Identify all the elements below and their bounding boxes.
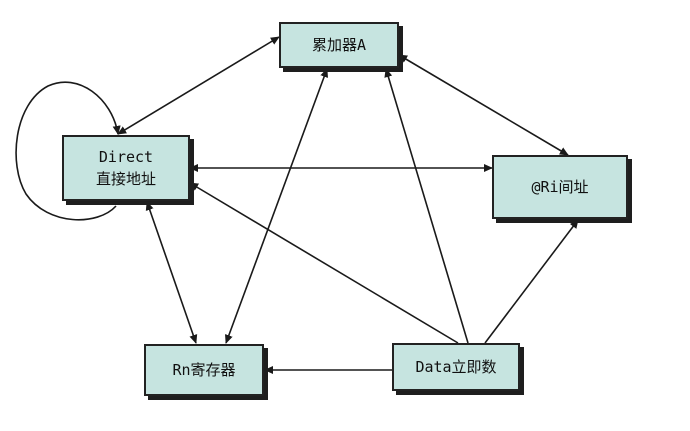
node-immediate-label: Data立即数 — [415, 358, 497, 376]
node-ri-indirect-label: @Ri间址 — [531, 178, 589, 196]
edge-accumulator-ri — [398, 54, 569, 156]
node-accumulator: 累加器A — [279, 22, 399, 68]
edge-immediate-direct — [189, 182, 459, 344]
edge-direct-accumulator — [117, 36, 280, 135]
edge-direct-self-loop — [15, 81, 121, 221]
node-direct-label-en: Direct — [98, 148, 154, 166]
node-rn-register-label: Rn寄存器 — [172, 361, 236, 379]
edge-immediate-ri — [484, 219, 579, 344]
node-ri-indirect: @Ri间址 — [492, 155, 628, 219]
edge-direct-rn — [145, 201, 198, 344]
node-accumulator-label: 累加器A — [311, 36, 367, 54]
node-rn-register: Rn寄存器 — [144, 344, 264, 396]
node-direct-label-cn: 直接地址 — [95, 170, 156, 188]
edge-rn-accumulator — [225, 68, 328, 344]
edge-immediate-accumulator — [384, 68, 469, 344]
node-direct-address: Direct 直接地址 — [62, 135, 190, 201]
node-immediate-data: Data立即数 — [392, 343, 520, 391]
